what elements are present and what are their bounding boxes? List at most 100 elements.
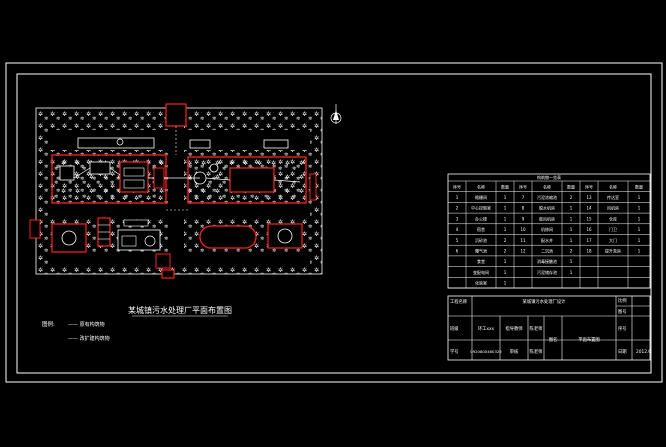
schedule-header-cell: 序号 [585, 183, 593, 189]
checker-name: 陈老师 [530, 325, 544, 332]
schedule-cell: 6 [456, 248, 459, 253]
reviewer-label: 审核 [510, 348, 519, 355]
schedule-cell: 脱水机房 [539, 205, 555, 211]
student-label: 学号 [450, 348, 459, 355]
date-value: 2012.6 [636, 349, 651, 355]
schedule-cell: 1 [638, 195, 641, 200]
schedule-cell: 12 [520, 248, 526, 253]
central-road [168, 112, 184, 262]
secondary-clarifier [229, 167, 275, 193]
schedule-cell: 鼓风机房 [539, 215, 555, 221]
schedule-cell: 宿舍 [477, 226, 485, 232]
sheet-label: 图号 [618, 309, 627, 315]
schedule-cell: 曝气池 [475, 247, 487, 253]
schedule-cell: 1 [570, 270, 573, 275]
schedule-cell: 1 [638, 206, 641, 211]
site-plan [29, 103, 323, 279]
schedule-cell: 3 [456, 216, 459, 221]
pump-house [89, 161, 111, 175]
schedule-cell: 8 [522, 206, 525, 211]
schedule-cell: 沉砂池 [475, 237, 487, 243]
schedule-cell: 18 [586, 248, 592, 253]
legend: 图例: —— 原有构筑物 —— 改扩建构筑物 [42, 320, 110, 342]
north-arrow [330, 104, 342, 124]
designer-name: 环工xxx [478, 326, 495, 332]
schedule-cell: 办公楼 [475, 215, 487, 221]
schedule-cell: 1 [504, 270, 507, 275]
schedule-cell: 污泥浓缩池 [537, 194, 557, 200]
schedule-cell: 变配电间 [473, 269, 489, 275]
schedule-cell: 1 [638, 227, 641, 232]
schedule-cell: 1 [638, 238, 641, 243]
treatment-block-right [187, 156, 307, 204]
project-name: 某城镇污水处理厂设计 [523, 298, 567, 305]
schedule-cell: 10 [520, 227, 526, 232]
gate-south [161, 269, 175, 279]
guard-room [155, 253, 171, 269]
schedule-cell: 9 [522, 216, 525, 221]
schedule-cell: 1 [570, 206, 573, 211]
schedule-cell: 传达室 [607, 194, 619, 200]
schedule-header-cell: 数量 [501, 183, 509, 189]
schedule-cell: 14 [586, 206, 592, 211]
inner-frame [16, 73, 652, 374]
schedule-header-cell: 名称 [477, 183, 485, 189]
schedule-cell: 大门 [609, 237, 617, 243]
schedule-cell: 15 [586, 216, 592, 221]
schedule-cell: 1 [504, 259, 507, 264]
sheet-no-label: 序号 [618, 325, 627, 332]
schedule-header-cell: 数量 [635, 183, 643, 189]
drawing-name: 平面布置图 [578, 336, 599, 343]
schedule-cell: 5 [456, 238, 459, 243]
disinfection-tank [199, 225, 257, 249]
legend-item-existing: —— 原有构筑物 [68, 321, 105, 328]
schedule-cell: 1 [638, 248, 641, 253]
grit-chamber [59, 165, 75, 181]
schedule-header-cell: 名称 [543, 183, 551, 189]
legend-label: 图例: [42, 320, 55, 328]
schedule-cell: 格栅间 [475, 194, 487, 200]
schedule-cell: 1 [456, 195, 459, 200]
schedule-cell: 污泥储存池 [537, 269, 557, 275]
east-gate [309, 173, 317, 201]
schedule-cell: 2 [504, 248, 507, 253]
schedule-cell: 2 [570, 195, 573, 200]
schedule-cell: 4 [456, 227, 459, 232]
scale-label: 比例 [618, 297, 627, 304]
schedule-cell: 16 [586, 227, 592, 232]
drawing-name-label: 图名 [549, 336, 558, 343]
schedule-cell: 1 [504, 195, 507, 200]
date-label: 日期 [618, 349, 627, 355]
sludge-thickener-left [51, 223, 87, 253]
outer-frame [5, 62, 663, 383]
schedule-cell: 1 [504, 216, 507, 221]
schedule-header-cell: 名称 [609, 183, 617, 189]
schedule-cell: 二沉池 [541, 247, 553, 253]
schedule-cell: 2 [570, 248, 573, 253]
legend-item-new: —— 改扩建构筑物 [68, 335, 110, 342]
schedule-cell: 17 [586, 238, 592, 243]
schedule-header-cell: 序号 [453, 183, 461, 189]
west-gate [29, 219, 41, 239]
schedule-cell: 13 [586, 195, 592, 200]
schedule-cell: 化验室 [475, 280, 487, 286]
drawing-title: 某城镇污水处理厂平面布置图 [128, 305, 232, 315]
schedule-cell: 1 [504, 206, 507, 211]
schedule-cell: 食堂 [477, 258, 485, 264]
schedule-cell: 风机房 [607, 205, 619, 211]
project-label: 工程名称 [450, 298, 468, 305]
schedule-cell: 2 [456, 206, 459, 211]
schedule-cell: 消毒接触池 [537, 258, 557, 264]
student-number: 0920800460326 [470, 349, 502, 354]
schedule-title: 构筑物一览表 [537, 174, 561, 180]
schedule-header-cell: 序号 [519, 183, 527, 189]
schedule-cell: 机修间 [541, 226, 553, 232]
schedule-cell: 中心控制室 [471, 205, 491, 211]
schedule-cell: 11 [520, 238, 526, 243]
schedule-cell: 1 [570, 227, 573, 232]
schedule-cell: 1 [570, 259, 573, 264]
reviewer-name: 陈老师 [530, 348, 544, 355]
schedule-cell: 配水井 [541, 237, 553, 243]
